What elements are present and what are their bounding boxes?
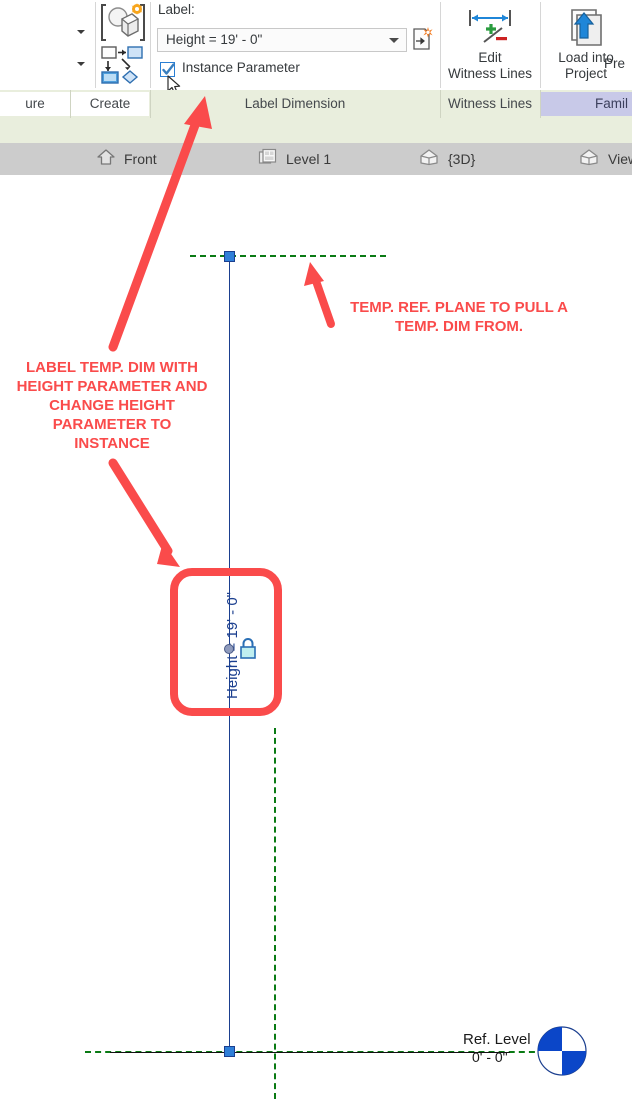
model-reference-line[interactable] [229,257,230,1053]
ribbon-separator [150,2,151,88]
view-tab-front-label: Front [124,151,157,167]
view-tab-level-1-label: Level 1 [286,151,332,167]
level-bubble-icon[interactable] [537,1026,587,1081]
panel-footer-separator [540,90,541,118]
panel-dropdown-arrow-icon[interactable] [76,26,88,38]
edit-witness-lines-button[interactable]: Edit Witness Lines [448,4,532,82]
panel-footer-separator [440,90,441,118]
load-into-project-button[interactable]: Load into Project [546,4,626,82]
load-into-project-and-close-label[interactable]: Pre [604,56,626,71]
three-d-view-icon [578,147,600,172]
create-form-icon[interactable] [100,2,146,44]
panel-label-family: Famil [541,92,632,116]
load-into-project-label-line1: Load into [558,50,614,65]
edit-witness-lines-label-line2: Witness Lines [448,66,533,81]
ribbon-separator [540,2,541,88]
three-d-view-icon [418,147,440,172]
ref-level-line [110,1052,510,1053]
label-combobox[interactable]: Height = 19' - 0" [157,28,407,52]
ribbon-separator [440,2,441,88]
rounded-highlight-box [170,568,282,716]
view-tab-level-1[interactable]: Level 1 [258,143,331,175]
padlock-closed-icon[interactable] [238,637,258,666]
edit-witness-lines-label-line1: Edit [478,50,502,65]
level-elevation-label[interactable]: 0' - 0" [472,1049,508,1065]
panel-label-structure: ure [0,92,70,116]
view-tab-view[interactable]: View [578,143,632,175]
view-tab-bar: Front Level 1 [0,143,632,175]
reference-plane-grip-top[interactable] [224,251,235,262]
drawing-canvas[interactable]: Height = 19' - 0" Ref. Level 0' - 0" [0,175,632,1101]
instance-parameter-checkbox[interactable] [160,62,175,77]
dimension-witness-grip[interactable] [224,644,234,654]
instance-parameter-label: Instance Parameter [182,60,300,75]
label-caption: Label: [158,2,195,17]
level-name-label[interactable]: Ref. Level [463,1031,531,1048]
ribbon-bottom-band [0,118,632,143]
load-into-project-label-line2: Project [564,66,608,81]
panel-footer-separator [70,90,71,118]
panel-label-create: Create [71,92,149,116]
view-tab-3d-label: {3D} [448,151,476,167]
floor-plan-view-icon [258,147,278,172]
view-tab-view-label: View [608,151,632,167]
annotation-callout-left: LABEL TEMP. DIM WITH HEIGHT PARAMETER AN… [16,359,208,452]
panel-label-label-dimension: Label Dimension [244,96,346,111]
view-tab-3d[interactable]: {3D} [418,143,475,175]
reference-plane-grip-bottom[interactable] [224,1046,235,1057]
annotation-callout-right: TEMP. REF. PLANE TO PULL A TEMP. DIM FRO… [350,299,568,335]
panel-footer-separator [150,90,151,118]
create-reference-icon[interactable] [100,44,146,86]
view-tab-front[interactable]: Front [96,143,157,175]
chevron-down-icon[interactable] [389,38,399,43]
label-combobox-value: Height = 19' - 0" [166,32,263,47]
panel-dropdown-arrow-icon[interactable] [76,58,88,70]
panel-label-witness-lines: Witness Lines [447,96,533,111]
new-parameter-icon[interactable] [411,27,433,51]
elevation-view-icon [96,147,116,172]
temp-reference-plane-top[interactable] [190,255,386,257]
ribbon: Label: Height = 19' - 0" Instance Para [0,0,632,143]
vertical-reference-plane[interactable] [274,728,276,1099]
ribbon-separator [95,2,96,88]
